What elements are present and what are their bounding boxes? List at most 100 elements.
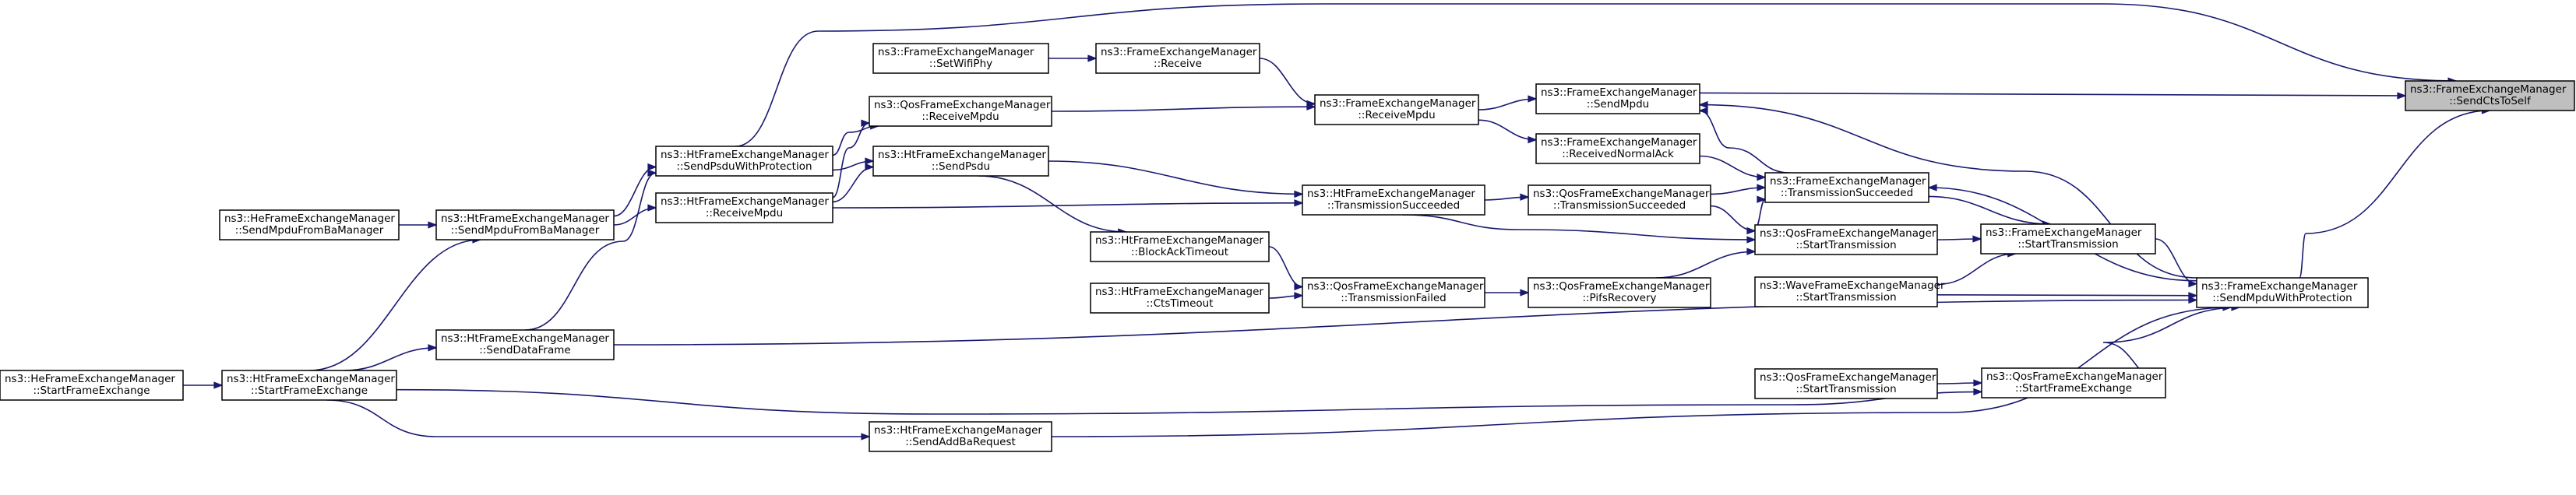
node-class-label: ns3::HtFrameExchangeManager xyxy=(661,149,829,161)
node-class-label: ns3::HtFrameExchangeManager xyxy=(441,332,609,345)
node-method-label: ::SendMpduFromBaManager xyxy=(235,224,384,237)
node-box xyxy=(0,370,184,401)
node-method-label: ::StartTransmission xyxy=(1795,383,1896,395)
edge-psdup-qosrecv-line xyxy=(832,125,879,156)
node-class-label: ns3::QosFrameExchangeManager xyxy=(1986,370,2163,383)
edge-psdu-htts xyxy=(1048,160,1304,198)
node-box xyxy=(1980,223,2156,255)
edge-normalack-tsucc xyxy=(1699,155,1767,181)
node-fem-sendmpduwithprotection[interactable]: ns3::FrameExchangeManager::SendMpduWithP… xyxy=(2196,277,2369,308)
node-ht-blockacktimeout[interactable]: ns3::HtFrameExchangeManager::BlockAckTim… xyxy=(1090,231,1270,262)
node-fem-sendmpdu[interactable]: ns3::FrameExchangeManager::SendMpdu xyxy=(1535,83,1700,114)
edge-htsfe-senddata-line xyxy=(344,347,437,371)
edge-qosstart-femstart xyxy=(1936,235,1982,243)
edge-wave-femstart xyxy=(1936,250,2017,286)
node-box xyxy=(1754,224,1938,255)
node-method-label: ::StartFrameExchange xyxy=(33,384,150,397)
node-ht-senddataframe[interactable]: ns3::HtFrameExchangeManager::SendDataFra… xyxy=(435,329,615,360)
edge-htrecv-qosrecv-line xyxy=(832,122,870,198)
edge-qosrecv-recv xyxy=(1051,103,1316,112)
node-class-label: ns3::FrameExchangeManager xyxy=(1770,175,1926,188)
edge-bam-htrecv xyxy=(613,204,657,226)
edge-hebam-htbam xyxy=(399,221,438,229)
node-box xyxy=(1302,184,1485,216)
node-ht-receivempdu[interactable]: ns3::HtFrameExchangeManager::ReceiveMpdu xyxy=(655,192,833,223)
edge-normalack-tsucc-line xyxy=(1699,155,1766,178)
node-box xyxy=(1764,172,1929,203)
edge-tsucc-sendmpdu xyxy=(1698,107,1790,174)
edge-tfailed-pifs-arrowhead xyxy=(1520,289,1530,297)
edge-bat-tfailed xyxy=(1268,246,1304,291)
edge-senddata-protection-arrowhead xyxy=(2188,296,2198,304)
node-ht-sendmpdufrombamanager[interactable]: ns3::HtFrameExchangeManager::SendMpduFro… xyxy=(435,209,615,240)
node-ht-sendpsduwithprotection[interactable]: ns3::HtFrameExchangeManager::SendPsduWit… xyxy=(655,146,833,177)
edge-htsfe-addba xyxy=(326,399,871,441)
node-qos-transmissionfailed[interactable]: ns3::QosFrameExchangeManager::Transmissi… xyxy=(1302,277,1485,308)
edge-htsfe-qosframe-line xyxy=(396,388,1982,415)
node-class-label: ns3::FrameExchangeManager xyxy=(2201,280,2358,293)
node-box xyxy=(1314,94,1479,125)
edge-htts-qosstart xyxy=(1402,214,1757,244)
edge-sendmpdu-root xyxy=(1699,92,2407,100)
node-box xyxy=(1528,184,1711,216)
node-ht-sendpsdu[interactable]: ns3::HtFrameExchangeManager::SendPsdu xyxy=(872,146,1049,177)
node-class-label: ns3::QosFrameExchangeManager xyxy=(1533,280,1710,293)
edge-qosstartb-qosframe-arrowhead xyxy=(1973,379,1983,387)
edge-htts-qosts xyxy=(1484,193,1530,201)
node-fem-transmissionsucceeded[interactable]: ns3::FrameExchangeManager::TransmissionS… xyxy=(1764,172,1929,203)
node-method-label: ::StartFrameExchange xyxy=(251,384,368,397)
node-box xyxy=(872,43,1049,74)
node-wave-starttransmission[interactable]: ns3::WaveFrameExchangeManager::StartTran… xyxy=(1754,276,1945,307)
node-method-label: ::StartTransmission xyxy=(1795,291,1896,304)
edge-qostsucc-starttx-arrowhead xyxy=(1746,226,1757,235)
node-class-label: ns3::FrameExchangeManager xyxy=(1101,46,1257,58)
edge-bat-tfailed-line xyxy=(1268,246,1303,288)
edge-tsucc-starttx-line xyxy=(1928,195,2051,225)
node-class-label: ns3::HtFrameExchangeManager xyxy=(1095,286,1263,298)
edge-hesfe-htsfe xyxy=(183,381,224,389)
node-qos-startframeexchange[interactable]: ns3::QosFrameExchangeManager::StartFrame… xyxy=(1981,367,2166,398)
node-he-sendmpdufrombamanager[interactable]: ns3::HeFrameExchangeManager::SendMpduFro… xyxy=(219,209,400,240)
node-fem-receivempdu[interactable]: ns3::FrameExchangeManager::ReceiveMpdu xyxy=(1314,94,1479,125)
edge-bam-psdup-arrowhead xyxy=(647,163,657,171)
node-box xyxy=(221,370,397,401)
node-box xyxy=(1528,277,1711,308)
node-qos-starttransmission-b[interactable]: ns3::QosFrameExchangeManager::StartTrans… xyxy=(1754,368,1938,399)
edge-setwifiphy-receive-arrowhead xyxy=(1087,54,1098,62)
node-method-label: ::StartTransmission xyxy=(2017,238,2118,251)
edge-qosstartb-qosframe xyxy=(1936,379,1983,387)
edge-htrecv-qosrecv-arrowhead xyxy=(861,119,871,127)
node-method-label: ::ReceiveMpdu xyxy=(1358,109,1435,121)
edge-qostsucc-starttx xyxy=(1710,205,1757,235)
edge-htrecv-htts xyxy=(832,199,1304,209)
node-root[interactable]: ns3::FrameExchangeManager::SendCtsToSelf xyxy=(2405,80,2575,111)
edge-senddata-psdup-line xyxy=(524,172,657,331)
edge-hebam-htbam-arrowhead xyxy=(428,221,438,229)
node-qos-starttransmission-a[interactable]: ns3::QosFrameExchangeManager::StartTrans… xyxy=(1754,224,1938,255)
node-ht-sendaddbarequest[interactable]: ns3::HtFrameExchangeManager::SendAddBaRe… xyxy=(869,421,1052,452)
edge-wave-protection-arrowhead xyxy=(2188,292,2198,300)
edge-bam-psdup xyxy=(613,163,657,217)
node-box xyxy=(1535,83,1700,114)
node-class-label: ns3::WaveFrameExchangeManager xyxy=(1760,279,1945,292)
node-ht-transmissionsucceeded[interactable]: ns3::HtFrameExchangeManager::Transmissio… xyxy=(1302,184,1485,216)
node-ht-startframeexchange[interactable]: ns3::HtFrameExchangeManager::StartFrameE… xyxy=(221,370,397,401)
edge-psdup-psdu xyxy=(832,157,875,171)
node-he-startframeexchange[interactable]: ns3::HeFrameExchangeManager::StartFrameE… xyxy=(0,370,184,401)
node-fem-starttransmission[interactable]: ns3::FrameExchangeManager::StartTransmis… xyxy=(1980,223,2156,255)
node-qos-receivempdu[interactable]: ns3::QosFrameExchangeManager::ReceiveMpd… xyxy=(869,96,1052,127)
node-class-label: ns3::QosFrameExchangeManager xyxy=(1760,371,1936,384)
node-qos-transmissionsucceeded[interactable]: ns3::QosFrameExchangeManager::Transmissi… xyxy=(1528,184,1711,216)
node-method-label: ::TransmissionSucceeded xyxy=(1327,199,1460,212)
edge-receivempdu-normalack-arrowhead xyxy=(1528,135,1538,144)
edge-receive-receivempdu-line xyxy=(1259,58,1316,105)
edge-htrecv-htts-line xyxy=(832,202,1303,209)
node-fem-receivednormalack[interactable]: ns3::FrameExchangeManager::ReceivedNorma… xyxy=(1535,133,1700,164)
node-fem-setwifiphy[interactable]: ns3::FrameExchangeManager::SetWifiPhy xyxy=(872,43,1049,74)
node-qos-pifsrecovery[interactable]: ns3::QosFrameExchangeManager::PifsRecove… xyxy=(1528,277,1711,308)
node-fem-receive[interactable]: ns3::FrameExchangeManager::Receive xyxy=(1095,43,1260,74)
node-method-label: ::StartFrameExchange xyxy=(2015,382,2132,395)
node-ht-ctstimeout[interactable]: ns3::HtFrameExchangeManager::CtsTimeout xyxy=(1090,283,1270,314)
node-method-label: ::TransmissionSucceeded xyxy=(1553,199,1686,212)
